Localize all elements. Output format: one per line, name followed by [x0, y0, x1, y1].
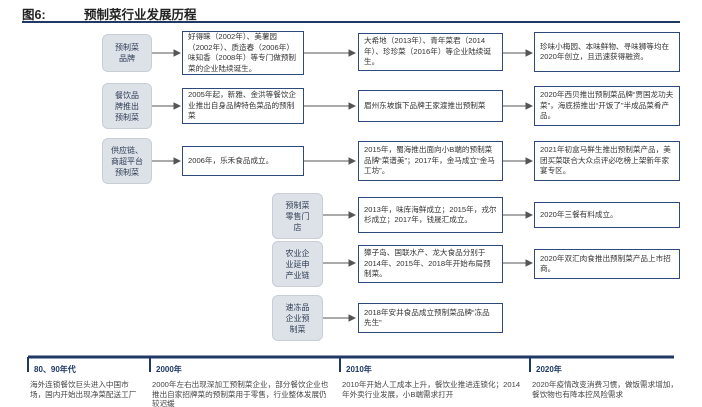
event-text: 獐子岛、国联水产、龙大食品分别于2014年、2015年、2018年开始布局预制菜… — [364, 248, 491, 279]
timeline-text-80s: 海外连锁餐饮巨头进入中国市场，国内开始出现净菜配送工厂 — [30, 380, 137, 399]
category-label: 农业企 业延申 产业链 — [285, 248, 310, 280]
category-retail: 预制菜 零售门 店 — [272, 193, 323, 239]
timeline-label-2020: 2020年 — [536, 365, 562, 374]
event-text: 2006年，乐禾食品成立。 — [188, 155, 274, 165]
category-label: 预制菜 零售门 店 — [285, 200, 310, 232]
event-text: 2020年西贝推出预制菜品牌“贾国龙功夫菜”，海底捞推出“开饭了”半成品菜肴产品… — [540, 90, 674, 121]
event-text: 2020年双汇肉食推出预制菜产品上市招商。 — [540, 253, 671, 274]
event-box-retail-2020: 2020年三餐有料成立。 — [534, 202, 680, 228]
event-box-supply-2020: 2021年初盒马鲜生推出预制菜产品，美团买菜联合大众点评必吃榜上架新年家宴专区。 — [534, 141, 680, 181]
event-box-frozen-2010: 2018年安井食品成立预制菜品牌“冻品先生” — [358, 303, 503, 333]
event-text: 2020年三餐有料成立。 — [540, 209, 618, 219]
event-box-agri-2020: 2020年双汇肉食推出预制菜产品上市招商。 — [534, 249, 680, 279]
category-label: 预制菜 品牌 — [115, 43, 139, 63]
category-catering: 餐饮品 牌推出 预制菜 — [102, 83, 152, 129]
figure-number: 图6: — [22, 8, 46, 22]
category-label: 餐饮品 牌推出 预制菜 — [115, 90, 139, 122]
figure-title: 预制菜行业发展历程 — [84, 8, 197, 22]
event-box-supply-2010: 2015年，蜀海推出面向小B端的预制菜品牌“菜谱美”；2017年，金马成立“金马… — [358, 141, 503, 181]
event-text: 2018年安井食品成立预制菜品牌“冻品先生” — [364, 307, 490, 328]
event-box-brand-2010: 大希地（2013年）、青年菜君（2014年）、珍珍菜（2016年）等企业陆续诞生… — [358, 33, 503, 71]
header-rule — [22, 21, 680, 23]
event-box-catering-2000: 2005年起，新雅、金洪等餐饮企业推出自身品牌特色菜品的预制菜 — [182, 88, 304, 124]
event-box-catering-2010: 眉州东坡旗下品牌王家渡推出预制菜 — [358, 90, 503, 122]
event-box-brand-2000: 好得睐（2002年）、美薯园（2002年）、质造春（2006年）味知香（2008… — [182, 31, 304, 75]
event-box-catering-2020: 2020年西贝推出预制菜品牌“贾国龙功夫菜”，海底捞推出“开饭了”半成品菜肴产品… — [534, 86, 680, 126]
event-text: 2005年起，新雅、金洪等餐饮企业推出自身品牌特色菜品的预制菜 — [188, 90, 297, 121]
event-text: 2021年初盒马鲜生推出预制菜产品，美团买菜联合大众点评必吃榜上架新年家宴专区。 — [540, 145, 671, 176]
category-label: 供应链、 商超平台 预制菜 — [111, 145, 143, 177]
timeline-label-80s: 80、90年代 — [34, 365, 76, 374]
event-text: 大希地（2013年）、青年菜君（2014年）、珍珍菜（2016年）等企业陆续诞生… — [364, 36, 491, 67]
event-text: 珍味小梅园、本味鲜物、寻味狮等均在2020年创立，且迅速获得融资。 — [540, 41, 670, 62]
event-text: 2015年，蜀海推出面向小B端的预制菜品牌“菜谱美”；2017年，金马成立“金马… — [364, 145, 495, 176]
category-agri: 农业企 业延申 产业链 — [272, 241, 323, 287]
event-text: 眉州东坡旗下品牌王家渡推出预制菜 — [364, 100, 486, 110]
event-text: 2013年，味库海鲜成立；2015年，戎尔杉成立；2017年，钱晟汇成立。 — [364, 204, 497, 225]
category-brand: 预制菜 品牌 — [102, 34, 152, 72]
category-supply: 供应链、 商超平台 预制菜 — [102, 138, 152, 184]
event-box-brand-2020: 珍味小梅园、本味鲜物、寻味狮等均在2020年创立，且迅速获得融资。 — [534, 32, 680, 72]
figure-header: 图6: 预制菜行业发展历程 — [0, 0, 702, 22]
timeline-label-2010: 2010年 — [346, 365, 372, 374]
event-box-retail-2010: 2013年，味库海鲜成立；2015年，戎尔杉成立；2017年，钱晟汇成立。 — [358, 197, 503, 233]
category-frozen: 速冻品 企业预 制菜 — [272, 295, 323, 341]
timeline-label-2000: 2000年 — [156, 365, 182, 374]
event-box-agri-2010: 獐子岛、国联水产、龙大食品分别于2014年、2015年、2018年开始布局预制菜… — [358, 245, 503, 283]
category-label: 速冻品 企业预 制菜 — [285, 302, 310, 334]
event-box-supply-2000: 2006年，乐禾食品成立。 — [182, 146, 304, 176]
timeline-text-2010: 2010年开始人工成本上升，餐饮业推进连锁化；2014年外卖行业发展，小B端需求… — [342, 380, 521, 399]
timeline-text-2020: 2020年疫情改变消费习惯，做饭需求增加，餐饮物也有降本控风险需求 — [532, 380, 678, 399]
event-text: 好得睐（2002年）、美薯园（2002年）、质造春（2006年）味知香（2008… — [188, 32, 297, 73]
timeline-text-2000: 2000年左右出现深加工预制菜企业，部分餐饮企业也推出自家招牌菜的预制菜用于零售… — [152, 380, 329, 407]
